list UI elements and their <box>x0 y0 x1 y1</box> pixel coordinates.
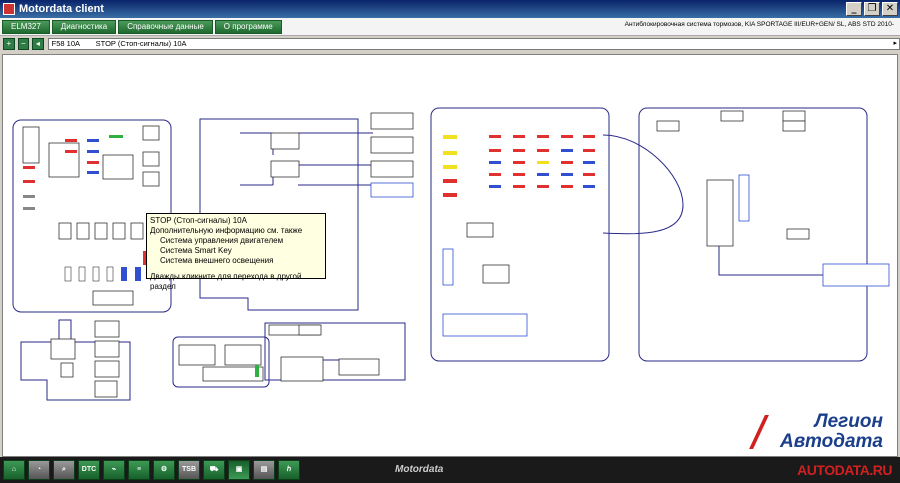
minimize-button[interactable]: _ <box>846 2 862 16</box>
wiring-diagram-canvas[interactable]: Легион Автодата <box>2 54 898 457</box>
dtc-icon[interactable]: DTC <box>78 460 100 480</box>
gauge-icon[interactable]: ◔ <box>28 460 50 480</box>
connector-block-a <box>172 336 270 388</box>
tab-diagnostics[interactable]: Диагностика <box>51 19 117 34</box>
instrument-fuse-box <box>430 107 610 362</box>
tooltip-title: STOP (Стоп-сигналы) 10A <box>150 216 247 225</box>
circuit-tooltip: STOP (Стоп-сигналы) 10A Дополнительную и… <box>146 213 326 291</box>
circuit-selector[interactable]: F58 10A STOP (Стоп-сигналы) 10A ▸ <box>47 38 900 50</box>
tab-reference-data[interactable]: Справочные данные <box>118 19 213 34</box>
wire-set-a <box>240 132 373 186</box>
zoom-in-icon[interactable]: + <box>3 38 15 50</box>
logo-line-1: Легион <box>814 411 883 432</box>
tooltip-see-also: Дополнительную информацию см. также <box>150 226 303 235</box>
search-icon[interactable]: ⌕ <box>53 460 75 480</box>
tab-elm327[interactable]: ELM327 <box>2 19 50 34</box>
site-url[interactable]: AUTODATA.RU <box>797 462 892 478</box>
wiring-diagram <box>12 107 890 401</box>
abs-module-block <box>638 107 868 362</box>
wire-abs <box>718 235 833 276</box>
tsb-icon[interactable]: TSB <box>178 460 200 480</box>
relay-block <box>20 319 131 401</box>
toolbar: + − ◂ F58 10A STOP (Стоп-сигналы) 10A ▸ <box>0 36 900 52</box>
zoom-out-icon[interactable]: − <box>17 38 30 50</box>
vehicle-info: Антиблокировочная система тормозов, KIA … <box>624 21 894 28</box>
tab-about[interactable]: О программе <box>214 19 282 34</box>
wiring-icon[interactable]: ▣ <box>228 460 250 480</box>
signal-icon[interactable]: ⌁ <box>103 460 125 480</box>
window-title: Motordata client <box>19 3 104 15</box>
junction-block <box>199 118 359 311</box>
tooltip-link-lighting[interactable]: Система внешнего освещения <box>160 256 274 265</box>
settings-icon[interactable]: ⚙ <box>153 460 175 480</box>
tooltip-hint: Дважды кликните для перехода в другой ра… <box>150 272 302 291</box>
connector-block-b <box>264 322 406 381</box>
list-icon[interactable]: ≡ <box>128 460 150 480</box>
restore-button[interactable]: ❐ <box>864 2 880 16</box>
close-button[interactable]: ✕ <box>882 2 898 16</box>
circuit-name: STOP (Стоп-сигналы) 10A <box>95 39 187 48</box>
window-titlebar: Motordata client _ ❐ ✕ <box>0 0 900 18</box>
tooltip-link-smart-key[interactable]: Система Smart Key <box>160 246 232 255</box>
document-icon[interactable]: ▤ <box>253 460 275 480</box>
circuit-code: F58 10A <box>51 39 80 48</box>
hybrid-icon[interactable]: ℎ <box>278 460 300 480</box>
legion-autodata-logo: Легион Автодата <box>749 411 883 455</box>
logo-line-2: Автодата <box>780 431 883 452</box>
truck-icon[interactable]: ⛟ <box>203 460 225 480</box>
window-controls: _ ❐ ✕ <box>846 2 898 16</box>
menu-bar: ELM327 Диагностика Справочные данные О п… <box>0 18 900 36</box>
home-icon[interactable]: ⌂ <box>3 460 25 480</box>
scroll-icon[interactable]: ▸ <box>893 40 897 47</box>
tooltip-link-engine[interactable]: Система управления двигателем <box>160 236 284 245</box>
app-icon <box>3 3 15 15</box>
back-icon[interactable]: ◂ <box>32 38 44 50</box>
bottom-toolbar: ⌂ ◔ ⌕ DTC ⌁ ≡ ⚙ TSB ⛟ ▣ ▤ ℎ Motordata AU… <box>0 457 900 483</box>
brand-label: Motordata <box>395 464 444 475</box>
